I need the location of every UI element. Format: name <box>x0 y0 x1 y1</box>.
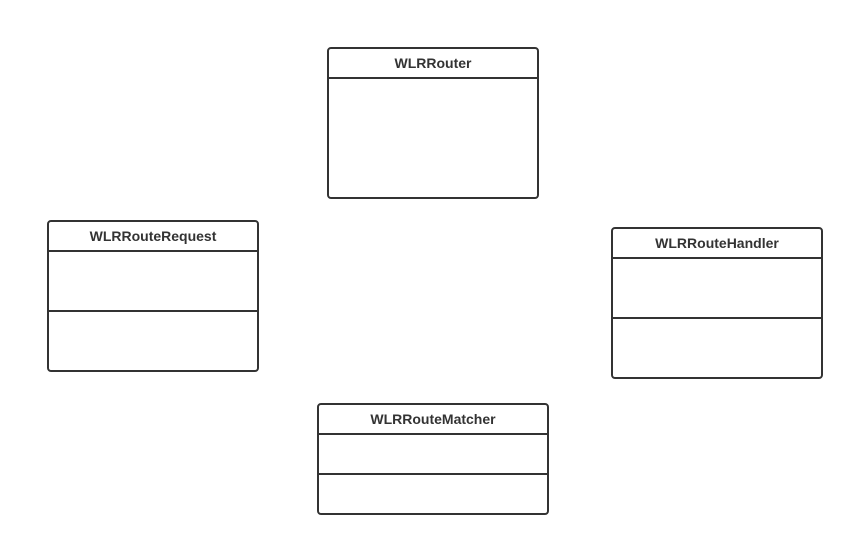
class-methods-wlrrouterequest <box>49 310 257 370</box>
class-title-wlrrouter: WLRRouter <box>329 49 537 79</box>
class-box-wlrroutehandler[interactable]: WLRRouteHandler <box>611 227 823 379</box>
class-methods-wlrroutematcher <box>319 473 547 513</box>
class-title-wlrroutehandler: WLRRouteHandler <box>613 229 821 259</box>
class-title-wlrroutematcher: WLRRouteMatcher <box>319 405 547 435</box>
class-attributes-wlrroutehandler <box>613 259 821 317</box>
class-box-wlrrouter[interactable]: WLRRouter <box>327 47 539 199</box>
class-box-wlrroutematcher[interactable]: WLRRouteMatcher <box>317 403 549 515</box>
class-title-wlrrouterequest: WLRRouteRequest <box>49 222 257 252</box>
class-box-wlrrouterequest[interactable]: WLRRouteRequest <box>47 220 259 372</box>
class-attributes-wlrroutematcher <box>319 435 547 473</box>
class-attributes-wlrrouterequest <box>49 252 257 310</box>
class-body-wlrrouter <box>329 79 537 197</box>
class-methods-wlrroutehandler <box>613 317 821 377</box>
